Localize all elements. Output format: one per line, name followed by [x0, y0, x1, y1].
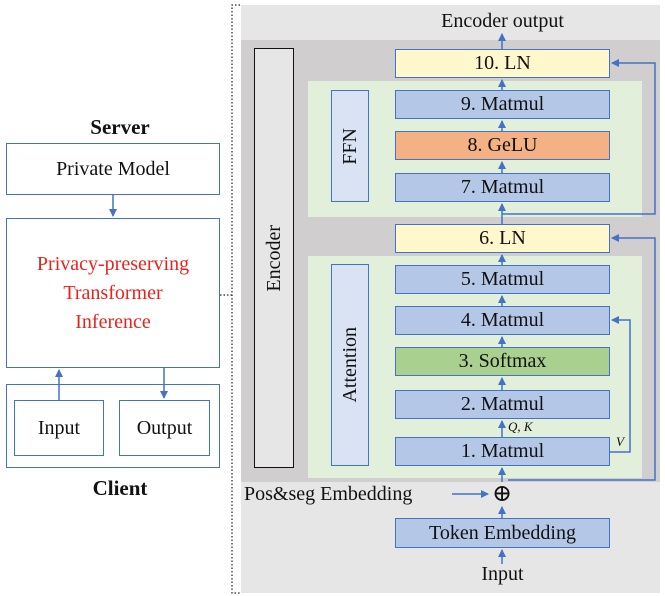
step-7-matmul: 7. Matmul	[395, 173, 610, 202]
input-box: Input	[14, 400, 104, 456]
step-10-ln: 10. LN	[395, 49, 610, 78]
oplus-symbol: ⊕	[491, 481, 513, 507]
encoder-label: Encoder	[254, 48, 294, 468]
server-label: Server	[90, 115, 150, 139]
step-5-matmul: 5. Matmul	[395, 265, 610, 294]
inference-line-3: Inference	[75, 310, 151, 333]
dotted-bracket	[231, 4, 240, 594]
private-model-box: Private Model	[6, 143, 220, 195]
qk-label: Q, K	[508, 419, 533, 434]
input-label: Input	[481, 563, 524, 585]
arrow-v-to-matmul4	[610, 316, 631, 453]
step-9-matmul: 9. Matmul	[395, 90, 610, 119]
output-box: Output	[119, 400, 210, 456]
attention-label: Attention	[331, 264, 369, 466]
inference-line-2: Transformer	[63, 281, 163, 304]
step-2-matmul: 2. Matmul	[395, 390, 610, 419]
pos-seg-embedding-label: Pos&seg Embedding	[244, 483, 413, 505]
encoder-output-label: Encoder output	[441, 10, 564, 32]
step-1-matmul: 1. Matmul	[395, 437, 610, 466]
client-label: Client	[92, 476, 148, 500]
step-4-matmul: 4. Matmul	[395, 306, 610, 335]
v-label: V	[616, 434, 624, 449]
token-embedding-box: Token Embedding	[395, 518, 610, 548]
inference-line-1: Privacy-preserving	[36, 252, 190, 275]
step-8-gelu: 8. GeLU	[395, 131, 610, 160]
inference-box: Privacy-preserving Transformer Inference	[6, 218, 220, 368]
step-6-ln: 6. LN	[395, 224, 610, 253]
ffn-label: FFN	[331, 90, 369, 202]
arrow-residual-to-ln10	[502, 59, 656, 215]
arrow-residual-to-ln6	[508, 234, 656, 481]
step-3-softmax: 3. Softmax	[395, 347, 610, 376]
